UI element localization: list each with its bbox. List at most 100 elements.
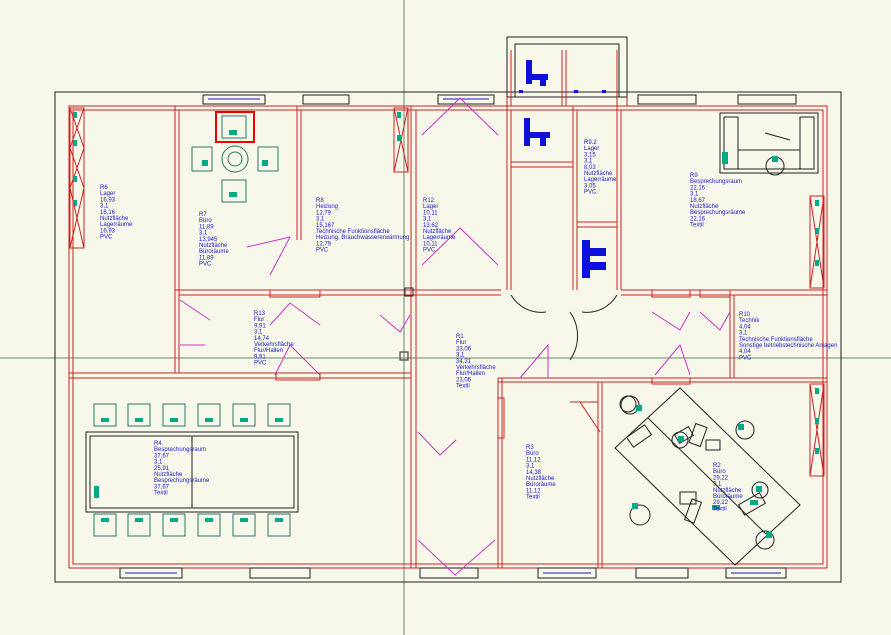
room-label-line: 25,91 — [154, 466, 170, 472]
conference-chair-accents-R4 — [94, 418, 283, 522]
room-label-line: 9,91 — [254, 354, 266, 360]
room-label-line: 3,15 — [584, 152, 596, 158]
room-label-line: Büro — [713, 469, 726, 475]
selected-chair-highlight[interactable] — [215, 111, 255, 143]
room-label-line: Büroräume — [199, 249, 229, 255]
sanitary-fixtures — [519, 60, 606, 278]
room-label-line: Besprechungsräume — [690, 210, 746, 216]
room-label-line: 3,1 — [254, 330, 263, 336]
room-label-line: Besprechungsräume — [154, 478, 210, 484]
room-label-line: Büro — [526, 451, 539, 457]
room-label-line: 18,67 — [690, 198, 706, 204]
room-label-line: 3,1 — [690, 192, 699, 198]
room-label-line: 23,06 — [456, 346, 472, 352]
room-label-line: R10 — [739, 312, 751, 318]
room-label-line: 3,1 — [526, 464, 535, 470]
room-label-line: Flur/Hallen — [254, 348, 283, 354]
room-label-line: 23,06 — [456, 377, 472, 383]
room-label-line: 3,1 — [316, 217, 325, 223]
room-label-line: Textil — [690, 223, 704, 229]
room-label-line: 3,1 — [739, 331, 748, 337]
doors — [179, 97, 731, 576]
room-label-line: 4,04 — [739, 324, 751, 330]
room-label-line: 11,89 — [199, 224, 214, 230]
room-label-line: Textil — [526, 495, 540, 501]
room-label-line: 16,16 — [100, 210, 116, 216]
room-label-line: Heizung — [316, 204, 338, 210]
room-label-line: 15,167 — [316, 223, 335, 229]
room-label-line: 13,945 — [199, 237, 218, 243]
room-label-line: PVC — [316, 248, 329, 254]
room-label-line: Nutzfläche — [584, 171, 613, 177]
room-label-line: PVC — [423, 248, 436, 254]
room-label-line: R12 — [423, 198, 435, 204]
room-label-line: 9,91 — [254, 323, 266, 329]
room-label-line: 14,38 — [526, 470, 542, 476]
room-label-line: 3,05 — [584, 183, 596, 189]
room-label-line: 10,11 — [423, 210, 438, 216]
room-label-line: Nutzfläche — [100, 216, 129, 222]
room-label-line: 22,16 — [690, 185, 706, 191]
room-label-line: 29,22 — [713, 475, 729, 481]
room-label-line: Nutzfläche — [526, 476, 555, 482]
room-label-line: 3,1 — [154, 460, 163, 466]
room-label-line: Nutzfläche — [690, 204, 719, 210]
room-label-line: 12,79 — [316, 210, 332, 216]
room-label-line: 11,12 — [526, 457, 541, 463]
room-label-line: 22,16 — [690, 216, 706, 222]
room-label-line: R2 — [713, 463, 721, 469]
window-accents — [125, 98, 781, 574]
room-label-line: PVC — [199, 262, 212, 268]
room-label-line: Textil — [456, 384, 470, 390]
room-label-line: Flur — [254, 317, 264, 323]
room-label-line: Technik — [739, 318, 760, 324]
room-label-line: Technische Funktionsfläche — [316, 229, 390, 235]
room-label-line: Verkehrsfläche — [456, 365, 496, 371]
room-label-line: 3,1 — [199, 231, 208, 237]
conference-table-R4 — [85, 431, 299, 513]
room-label-line: Besprechungsraum — [690, 179, 742, 185]
room-label-line: 16,93 — [100, 228, 116, 234]
room-label-line: 4,04 — [739, 349, 751, 355]
room-label-line: 29,22 — [713, 500, 729, 506]
room-label-line: Nutzfläche — [423, 229, 452, 235]
room-label-line: Flur/Hallen — [456, 371, 485, 377]
room-label-line: R9 — [690, 173, 698, 179]
room-label-line: 12,79 — [316, 241, 332, 247]
room-label-line: 37,67 — [154, 453, 170, 459]
room-label-line: R8 — [316, 198, 324, 204]
room-label-line: 13,62 — [423, 223, 439, 229]
room-label-line: Verkehrsfläche — [254, 342, 294, 348]
desk-R9 — [719, 112, 819, 176]
chair-accents-R7 — [202, 130, 268, 197]
chair-R3 — [619, 395, 637, 413]
room-label-line: Textil — [154, 491, 168, 497]
storage-shelves — [69, 107, 825, 477]
room-label-line: 10,11 — [423, 241, 438, 247]
conference-chairs-R4 — [93, 403, 291, 537]
room-label-line: Lagerräume — [584, 177, 617, 183]
room-label-line: 3,1 — [584, 159, 593, 165]
round-table-R7 — [191, 115, 279, 203]
room-label-line: 34,31 — [456, 359, 472, 365]
room-label-line: 11,89 — [199, 255, 214, 261]
room-label-line: Textil — [713, 506, 727, 512]
room-label-line: PVC — [100, 235, 113, 241]
room-label-line: 14,74 — [254, 336, 270, 342]
room-label-line: Nutzfläche — [713, 488, 742, 494]
room-label-line: Sonstige betriebstechnische Anlagen — [739, 343, 837, 349]
room-label-line: Büroräume — [713, 494, 743, 500]
room-label-line: Lager — [584, 146, 599, 152]
room-label-line: Büroräume — [526, 482, 556, 488]
